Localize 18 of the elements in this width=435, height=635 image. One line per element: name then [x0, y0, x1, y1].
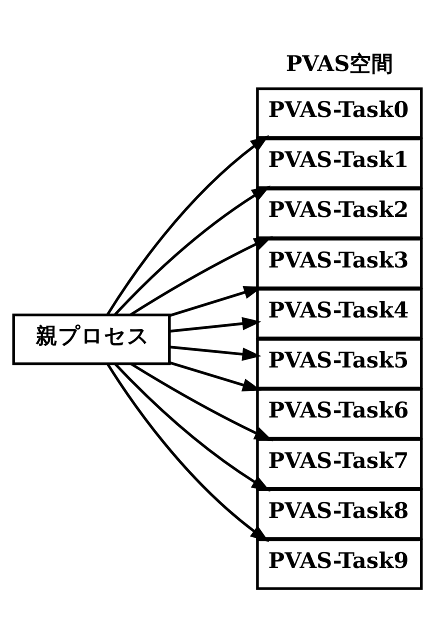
arrow [169, 360, 262, 391]
node-box: PVAS-Task5 [256, 337, 423, 389]
arrow [170, 345, 262, 360]
node-box: PVAS-Task2 [256, 187, 423, 239]
node-box: PVAS-Task8 [256, 488, 423, 540]
node-box: PVAS-Task7 [256, 438, 423, 490]
arrow [130, 362, 274, 441]
node-box: PVAS-Task9 [256, 538, 423, 590]
node-box: PVAS-Task0 [256, 86, 423, 138]
node-box: PVAS-Task1 [256, 137, 423, 188]
node-box: 親プロセス [12, 313, 171, 365]
node-box: PVAS-Task4 [256, 287, 423, 339]
arrow [114, 362, 271, 492]
label: PVAS空間 [286, 51, 394, 76]
node-box: PVAS-Task3 [256, 237, 423, 289]
arrow [170, 316, 262, 332]
node-box: PVAS-Task6 [256, 388, 423, 440]
arrow [106, 362, 270, 542]
